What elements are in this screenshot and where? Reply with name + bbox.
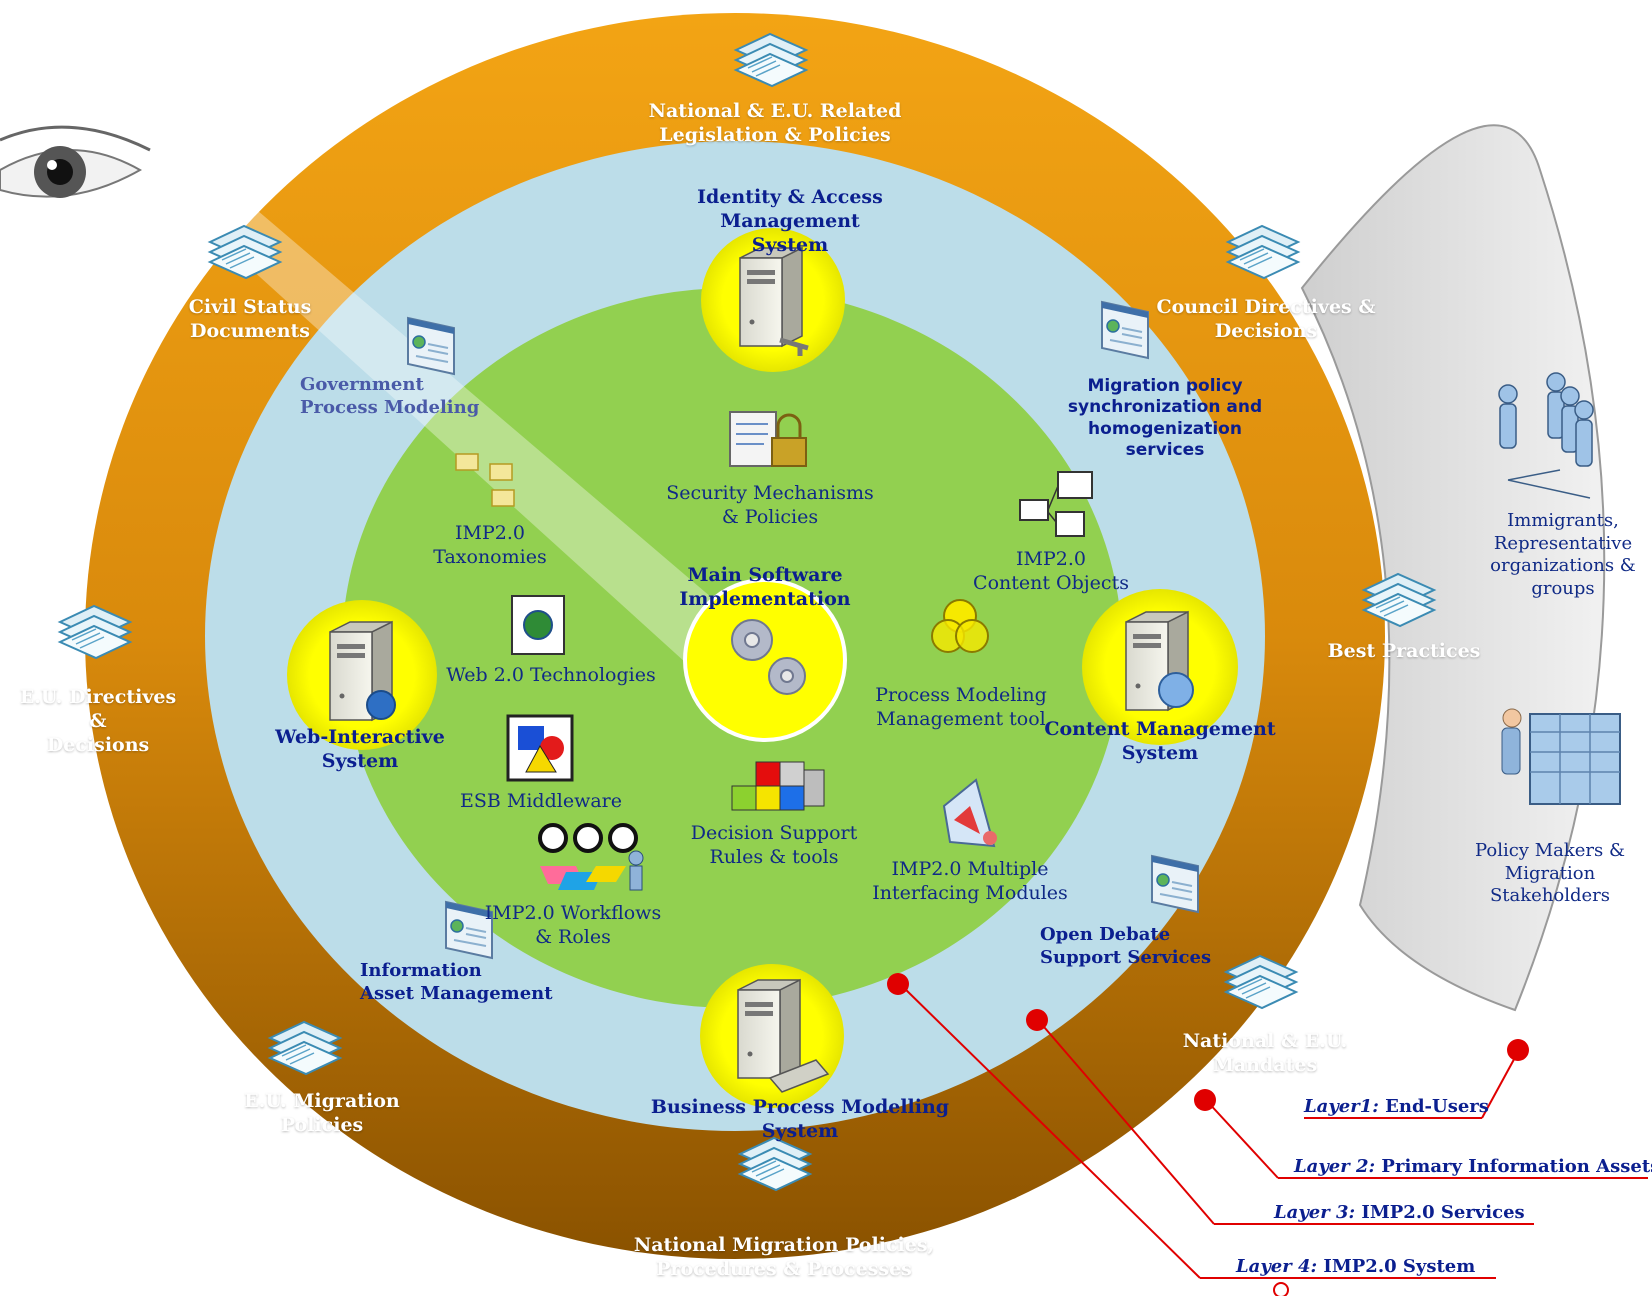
label-immigrants: Immigrants, Representative organizations… — [1490, 510, 1636, 599]
layer-callout-lines — [899, 983, 1648, 1279]
label-national-eu-legislation: National & E.U. Related Legislation & Po… — [648, 100, 902, 146]
user-layer-band — [1300, 124, 1606, 1012]
web-page-icon — [1101, 301, 1149, 359]
label-esb-middleware: ESB Middleware — [460, 790, 622, 812]
web-page-icon — [1151, 855, 1199, 913]
label-national-migration-policies: National Migration Policies, Procedures … — [633, 1234, 935, 1280]
folder-icon — [455, 453, 515, 507]
label-policy-makers: Policy Makers & Migration Stakeholders — [1474, 840, 1625, 906]
server-icon — [739, 247, 803, 347]
label-taxonomies: IMP2.0 Taxonomies — [433, 522, 547, 568]
content-objects-icon — [1019, 471, 1093, 537]
layer-pointer-dots — [887, 973, 1529, 1111]
label-migration-policy-sync: Migration policy synchronization and hom… — [1067, 376, 1263, 460]
security-lock-icon — [729, 411, 807, 467]
policy-makers-icon — [1501, 708, 1621, 805]
label-information-asset: Information Asset Management — [360, 960, 553, 1004]
label-government-process-modeling: Government Process Modeling — [300, 374, 480, 418]
web-page-icon — [407, 317, 455, 375]
label-best-practices: Best Practices — [1327, 640, 1481, 662]
web20-globe-icon — [511, 595, 565, 655]
label-security-mechanisms: Security Mechanisms & Policies — [666, 482, 874, 528]
label-main-software: Main Software Implementation — [679, 564, 851, 610]
gears-icon — [731, 619, 806, 695]
scanner-icon — [768, 1059, 830, 1093]
layer-3-label: Layer 3: IMP2.0 Services — [1274, 1202, 1525, 1223]
label-civil-status: Civil Status Documents — [188, 296, 312, 342]
label-process-modeling-tool: Process Modeling Management tool — [875, 684, 1047, 730]
label-content-management: Content Management System — [1044, 718, 1276, 764]
label-workflows-roles: IMP2.0 Workflows & Roles — [484, 902, 662, 948]
eye-beam — [175, 170, 820, 730]
immigrants-group-icon — [1498, 372, 1594, 499]
label-council-directives: Council Directives & Decisions — [1156, 296, 1376, 342]
label-open-debate: Open Debate Support Services — [1040, 924, 1212, 968]
layer-2-label: Layer 2: Primary Information Assets — [1294, 1156, 1652, 1177]
key-icon — [779, 337, 809, 356]
label-web20: Web 2.0 Technologies — [446, 664, 656, 686]
label-national-eu-mandates: National & E.U. Mandates — [1182, 1030, 1348, 1076]
interfacing-modules-icon — [942, 778, 997, 848]
footer-ring — [1273, 1282, 1289, 1296]
label-content-objects: IMP2.0 Content Objects — [973, 548, 1129, 594]
esb-icon — [506, 714, 574, 782]
layer-1-label: Layer1: End-Users — [1304, 1096, 1489, 1117]
label-multiple-interfacing: IMP2.0 Multiple Interfacing Modules — [872, 858, 1068, 904]
label-business-process: Business Process Modelling System — [650, 1096, 950, 1142]
venn-icon — [931, 599, 989, 653]
label-eu-migration-policies: E.U. Migration Policies — [244, 1090, 400, 1136]
label-web-interactive: Web-Interactive System — [275, 726, 445, 772]
label-decision-support: Decision Support Rules & tools — [690, 822, 858, 868]
server-icon — [737, 979, 801, 1079]
layer-4-label: Layer 4: IMP2.0 System — [1236, 1256, 1476, 1277]
globe-icon — [366, 690, 396, 720]
workflow-icon — [538, 823, 644, 891]
label-eu-directives: E.U. Directives & Decisions — [19, 686, 177, 756]
decision-cubes-icon — [731, 761, 825, 811]
eye-icon — [0, 95, 180, 300]
label-identity-access: Identity & Access Management System — [697, 186, 883, 256]
globe-icon — [1158, 672, 1194, 708]
main-software-badge — [683, 578, 847, 742]
